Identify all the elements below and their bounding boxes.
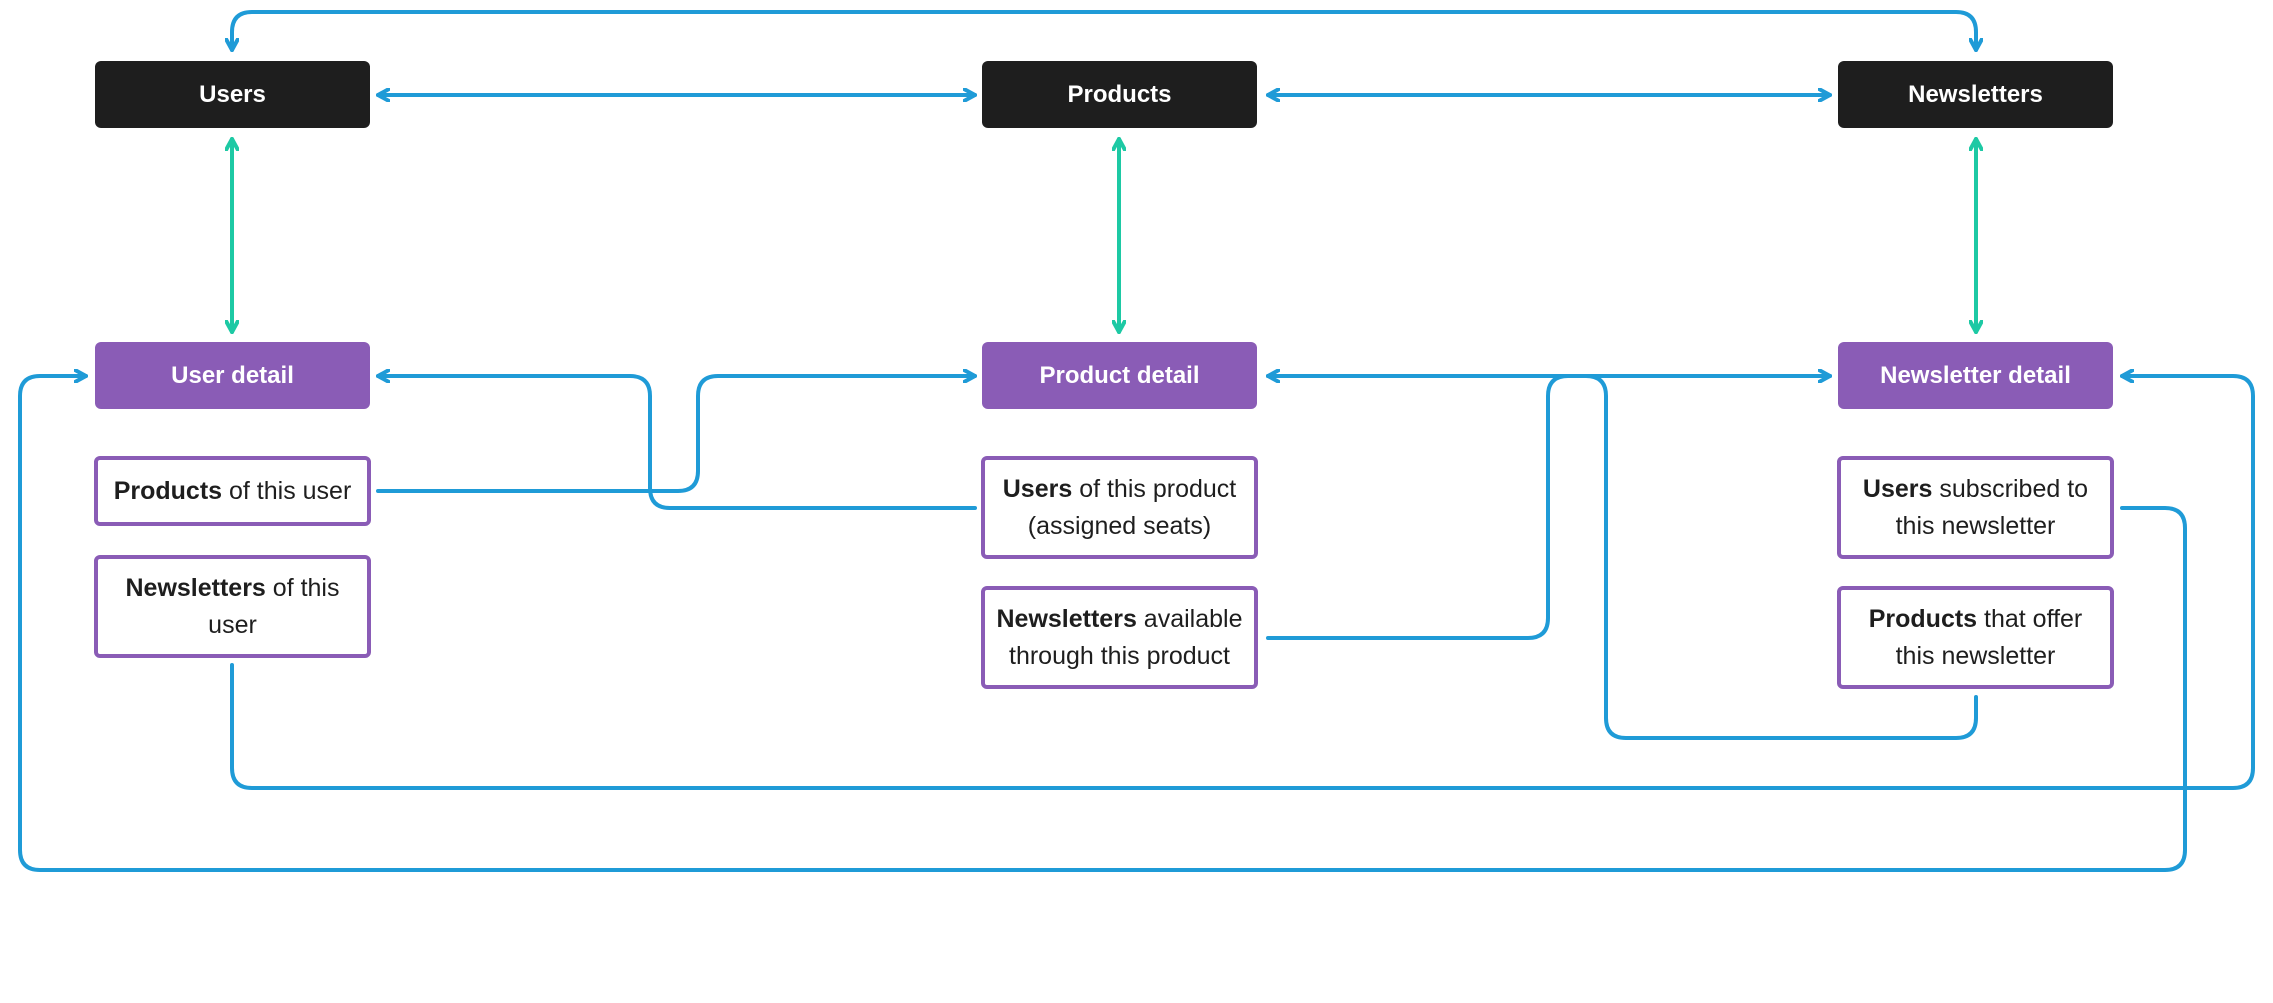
product-newsletters-bold: Newsletters	[996, 604, 1137, 633]
products-node-label: Products	[1067, 80, 1172, 108]
product-users-text: Users of this product (assigned seats)	[993, 471, 1246, 545]
user-detail-node[interactable]: User detail	[95, 342, 370, 409]
newsletter-users-rest: subscribed to this newsletter	[1895, 474, 2089, 540]
newsletter-detail-label: Newsletter detail	[1880, 361, 2071, 389]
users-node-label: Users	[199, 80, 266, 108]
user-newsletters-rest: of this user	[208, 573, 340, 639]
user-newsletters-node[interactable]: Newsletters of this user	[94, 555, 371, 658]
user-products-rest: of this user	[222, 476, 352, 505]
newsletter-products-node[interactable]: Products that offer this newsletter	[1837, 586, 2114, 689]
newsletter-users-node[interactable]: Users subscribed to this newsletter	[1837, 456, 2114, 559]
product-newsletters-node[interactable]: Newsletters available through this produ…	[981, 586, 1258, 689]
user-products-bold: Products	[113, 476, 223, 505]
newsletters-node[interactable]: Newsletters	[1838, 61, 2113, 128]
user-products-node[interactable]: Products of this user	[94, 456, 371, 526]
edge-user-newsletters-to-newsletter-detail	[230, 376, 2255, 790]
newsletters-node-label: Newsletters	[1908, 80, 2043, 108]
newsletter-products-text: Products that offer this newsletter	[1849, 601, 2102, 675]
edge-product-newsletters-to-newsletter-detail	[1266, 374, 1832, 640]
user-detail-label: User detail	[171, 361, 294, 389]
products-node[interactable]: Products	[982, 61, 1257, 128]
edge-users-newsletters	[232, 10, 1976, 52]
product-detail-label: Product detail	[1039, 361, 1200, 389]
newsletter-users-text: Users subscribed to this newsletter	[1849, 471, 2102, 545]
newsletter-products-bold: Products	[1868, 604, 1978, 633]
edge-user-products-to-product-detail	[376, 376, 977, 493]
newsletter-detail-node[interactable]: Newsletter detail	[1838, 342, 2113, 409]
product-users-bold: Users	[1002, 474, 1073, 503]
edge-newsletter-users-to-user-detail	[18, 376, 2187, 872]
product-newsletters-rest: available through this product	[1009, 604, 1243, 670]
edge-newsletter-products-to-product-detail	[1266, 374, 1978, 740]
product-users-rest: of this product (assigned seats)	[1027, 474, 1237, 540]
user-products-text: Products of this user	[114, 473, 352, 510]
newsletter-users-bold: Users	[1862, 474, 1933, 503]
edge-product-users-to-user-detail	[376, 376, 977, 510]
users-node[interactable]: Users	[95, 61, 370, 128]
user-newsletters-text: Newsletters of this user	[106, 570, 359, 644]
newsletter-products-rest: that offer this newsletter	[1895, 604, 2083, 670]
product-detail-node[interactable]: Product detail	[982, 342, 1257, 409]
product-users-node[interactable]: Users of this product (assigned seats)	[981, 456, 1258, 559]
product-newsletters-text: Newsletters available through this produ…	[993, 601, 1246, 675]
user-newsletters-bold: Newsletters	[125, 573, 266, 602]
